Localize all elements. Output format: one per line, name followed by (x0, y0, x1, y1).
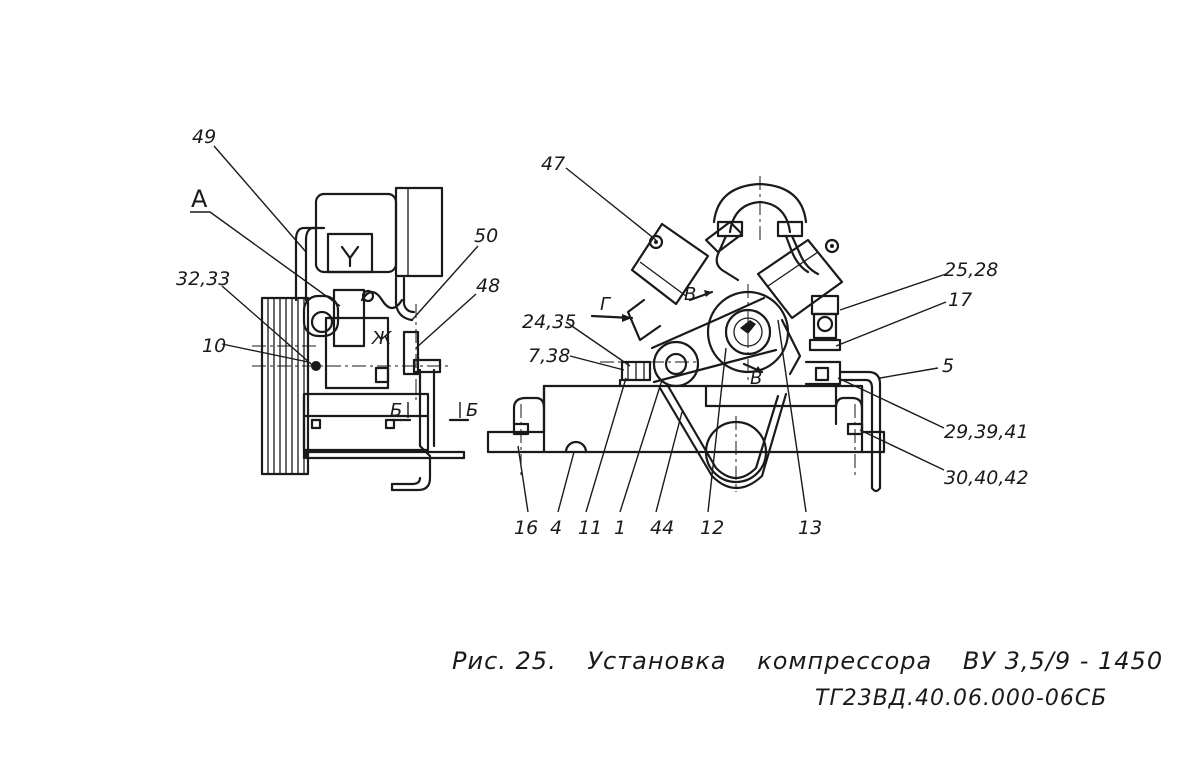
label-49: 49 (192, 126, 216, 148)
figure-caption-title: Рис. 25. Установка компрессора ВУ 3,5/9 … (452, 647, 1183, 675)
compressor-crank-right (650, 290, 802, 388)
caption-word-2: компрессора (757, 647, 933, 675)
label-50: 50 (474, 225, 498, 247)
label-zh: Ж (371, 328, 392, 349)
label-11: 11 (578, 517, 602, 539)
drawing-code: ТГ23ВД.40.06.000-06СБ (815, 686, 1108, 711)
compressor-body-left (294, 186, 444, 390)
label-4: 4 (550, 517, 562, 539)
label-13: 13 (798, 517, 822, 539)
label-44: 44 (650, 517, 674, 539)
belt-drive (658, 384, 788, 492)
label-10: 10 (202, 335, 226, 357)
label-48: 48 (476, 275, 500, 297)
label-g: Г (600, 294, 612, 315)
base-frame-right (486, 384, 886, 476)
label-30-40-42: 30,40,42 (944, 467, 1029, 489)
cylinder-right (756, 238, 844, 386)
label-12: 12 (700, 517, 724, 539)
section-marks-b (390, 402, 470, 422)
pulley-left (260, 296, 310, 476)
label-v-top: В (684, 284, 696, 305)
label-16: 16 (514, 517, 538, 539)
label-47: 47 (541, 153, 565, 175)
discharge-pipe-right (838, 370, 882, 493)
label-1: 1 (614, 517, 626, 539)
right-front-view: 47 Г В В 24,35 7,38 25,28 17 5 29,39,41 … (486, 153, 1029, 539)
label-29-39-41: 29,39,41 (944, 421, 1029, 443)
figure-number: Рис. 25. (452, 647, 557, 675)
left-valve-block (618, 360, 652, 388)
left-side-view: 49 А 32,33 10 50 48 Ж Б Б (176, 126, 500, 492)
label-17: 17 (948, 289, 972, 311)
label-b-right: Б (466, 400, 478, 421)
label-24-35: 24,35 (522, 311, 576, 333)
label-v-bottom: В (750, 368, 762, 389)
compressor-model: ВУ 3,5/9 - 1450 (962, 647, 1164, 675)
label-25-28: 25,28 (944, 259, 998, 281)
label-7-38: 7,38 (528, 345, 570, 367)
caption-word-1: Установка (587, 647, 727, 675)
label-a: А (191, 185, 208, 213)
label-32-33: 32,33 (176, 268, 230, 290)
top-cooler (712, 176, 820, 282)
label-b-left: Б (390, 400, 402, 421)
base-frame-left (302, 330, 466, 460)
label-5: 5 (942, 355, 954, 377)
